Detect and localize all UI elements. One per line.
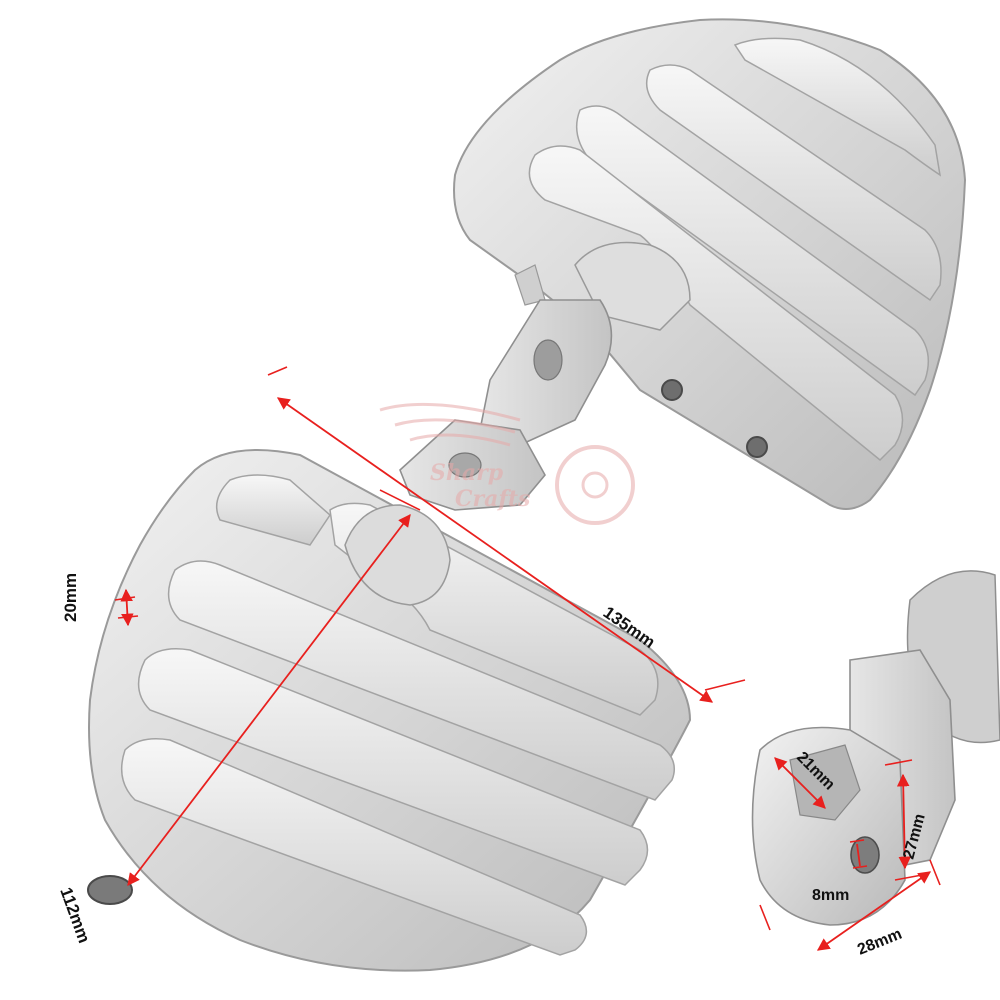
footpeg-bottom [87, 449, 692, 972]
footpeg-top-hole-1 [661, 379, 683, 401]
dim-8-label: 8mm [812, 887, 849, 904]
watermark-line1: Sharp [430, 460, 504, 486]
dim-8-line [856, 843, 861, 867]
dim-28-label: 28mm [855, 926, 904, 959]
dim-20-line [120, 588, 134, 627]
clevis-upper-hole [533, 339, 563, 381]
dim-28-tick-start [759, 904, 771, 931]
dim-28-tick-end [929, 859, 941, 886]
footpeg-top [453, 18, 967, 510]
dim-20: 20mm [61, 573, 139, 627]
dim-112-line [127, 513, 411, 887]
footpeg-top-rib-2 [645, 64, 942, 302]
dim-8-tick-end [852, 865, 868, 869]
dim-135-tick-start [267, 366, 288, 376]
dim-112-tick-start [379, 489, 421, 511]
dim-20-label: 20mm [61, 573, 80, 622]
watermark-wheel-hub-icon [581, 471, 609, 499]
dim-27-tick-start [884, 759, 913, 766]
dim-28-line [816, 871, 932, 951]
dim-135-tick-end [704, 679, 746, 691]
footpeg-bottom-end-hole [87, 875, 133, 905]
dim-21-line [774, 757, 826, 809]
clevis-detail [751, 570, 1000, 926]
watermark-wheel-icon [555, 445, 635, 525]
footpeg-top-rib-3 [575, 105, 930, 397]
footpeg-top-hole-2 [746, 436, 768, 458]
footpeg-top-rib-4 [528, 145, 904, 462]
footpeg-top-rib-1 [733, 37, 942, 177]
dim-135-line [276, 397, 714, 703]
dim-27-line [896, 773, 912, 870]
watermark-line2: Crafts [455, 486, 530, 512]
dim-8-tick-start [849, 839, 865, 843]
